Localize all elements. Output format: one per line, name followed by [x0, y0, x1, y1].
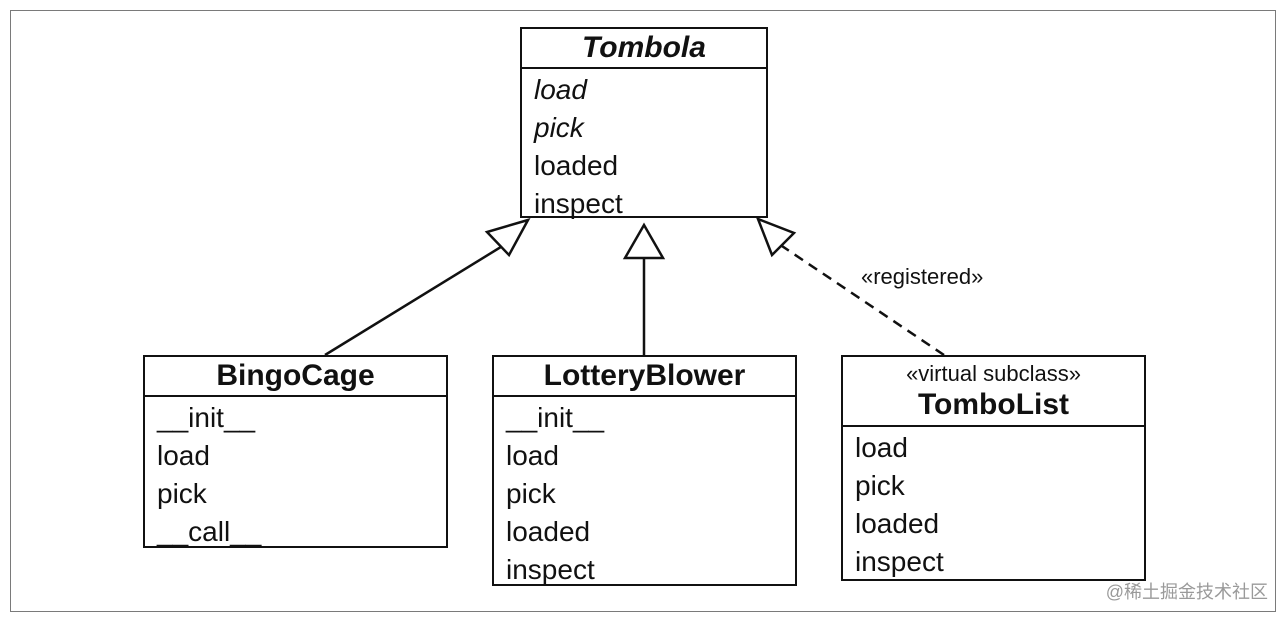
arrowhead-bingocage [484, 217, 531, 258]
class-tombola: Tombola load pick loaded inspect [520, 27, 768, 219]
class-tombolist: «virtual subclass» TomboList load pick l… [841, 355, 1146, 581]
class-lotteryblower-members: __init__ load pick loaded inspect [494, 397, 795, 589]
member-bingocage-load: load [157, 440, 210, 471]
edge-bingocage-tombola [324, 240, 510, 357]
watermark: @稀土掘金技术社区 [1105, 582, 1268, 602]
member-tombola-inspect: inspect [534, 188, 623, 219]
member-tombola-pick: pick [534, 112, 584, 143]
class-lotteryblower-name: LotteryBlower [494, 357, 795, 397]
member-lotteryblower-inspect: inspect [506, 554, 595, 585]
arrowhead-tombolist [755, 216, 797, 258]
member-bingocage-pick: pick [157, 478, 207, 509]
member-lotteryblower-load: load [506, 440, 559, 471]
member-lotteryblower-init: __init__ [506, 402, 605, 433]
edge-tombolist-tombola [775, 240, 945, 357]
member-lotteryblower-loaded: loaded [506, 516, 591, 547]
member-tombolist-inspect: inspect [855, 546, 944, 577]
class-lotteryblower: LotteryBlower __init__ load pick loaded … [492, 355, 797, 586]
class-bingocage: BingoCage __init__ load pick __call__ [143, 355, 448, 548]
member-tombolist-load: load [855, 432, 908, 463]
member-bingocage-call: __call__ [157, 516, 262, 547]
class-tombolist-name: TomboList [917, 388, 1070, 421]
class-bingocage-name: BingoCage [145, 357, 446, 397]
member-tombolist-loaded: loaded [855, 508, 940, 539]
member-tombola-load: load [534, 74, 587, 105]
class-bingocage-members: __init__ load pick __call__ [145, 397, 446, 551]
class-tombola-members: load pick loaded inspect [522, 69, 766, 223]
class-tombolist-header: «virtual subclass» TomboList [843, 357, 1144, 427]
class-tombolist-stereotype: «virtual subclass» [906, 361, 1081, 386]
member-tombolist-pick: pick [855, 470, 905, 501]
member-bingocage-init: __init__ [157, 402, 256, 433]
registered-label: «registered» [861, 264, 984, 289]
member-lotteryblower-pick: pick [506, 478, 556, 509]
class-tombolist-members: load pick loaded inspect [843, 427, 1144, 581]
arrowhead-lotteryblower [622, 222, 666, 260]
member-tombola-loaded: loaded [534, 150, 619, 181]
class-tombola-name: Tombola [522, 29, 766, 69]
